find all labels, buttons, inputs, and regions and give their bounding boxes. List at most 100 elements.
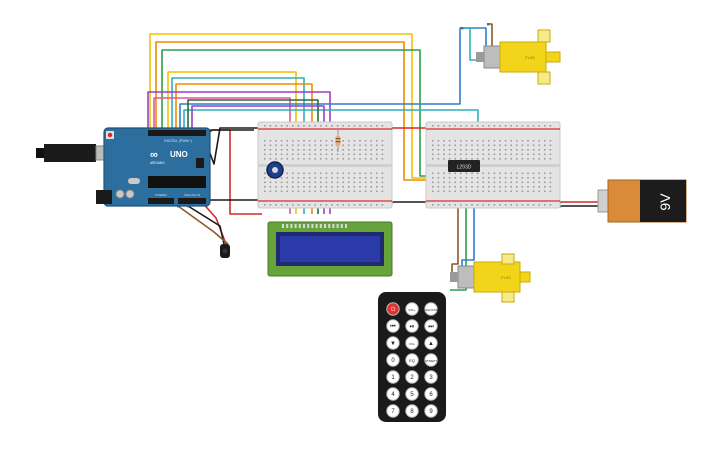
reset-button-cap <box>107 132 113 138</box>
breadboard-right <box>425 121 561 209</box>
eq-button[interactable]: EQ <box>405 353 419 367</box>
digit-8-button[interactable]: 8 <box>405 404 419 418</box>
wire-red-12 <box>206 129 262 215</box>
wire-brown-22 <box>451 176 459 272</box>
usb-plug <box>36 148 46 158</box>
play-pause-button-cap <box>405 319 419 333</box>
motor-driver-chip: L293D <box>448 160 480 172</box>
digit-5-button-cap <box>405 387 419 401</box>
wire-end-19 <box>461 27 464 30</box>
battery-label: 9V <box>657 193 673 211</box>
motor-bottom-can <box>457 265 475 289</box>
up-button-label: ▲ <box>428 341 434 347</box>
motor-driver-label: L293D <box>457 165 472 171</box>
digit-2-button[interactable]: 2 <box>405 370 419 384</box>
motor-bottom-shaft-down <box>501 291 515 303</box>
func-stop-button[interactable]: FUNC/STOP <box>423 302 439 316</box>
capacitor-1 <box>115 189 125 199</box>
up-button-cap <box>424 336 438 350</box>
motor-top-shaft-down <box>537 71 551 85</box>
motor-top-shaft-up <box>537 29 551 43</box>
remote-button-grid: ⏻ VOL+ FUNC/STOP ⏮ ⏯ ⏭ ▼ VOL- ▲ 0 EQ ST/REPT 1 2 3 4 5 6 7… <box>386 302 439 418</box>
func-stop-button-cap <box>424 302 438 316</box>
eq-button-label: EQ <box>409 358 415 363</box>
digit-9-button[interactable]: 9 <box>424 404 438 418</box>
crystal <box>128 178 140 184</box>
digit-0-button-cap <box>386 353 400 367</box>
digit-3-button-cap <box>424 370 438 384</box>
down-button-cap <box>386 336 400 350</box>
wire-brown-26 <box>177 205 229 245</box>
digit-5-button-label: 5 <box>410 392 414 398</box>
digit-6-button-label: 6 <box>429 392 433 398</box>
st-rept-button[interactable]: ST/REPT <box>424 353 438 367</box>
digit-3-button-label: 3 <box>429 375 433 381</box>
motor-top: PLUS <box>476 29 561 85</box>
up-button[interactable]: ▲ <box>424 336 438 350</box>
wire-black-25 <box>187 205 225 245</box>
st-rept-button-label: ST/REPT <box>425 359 437 363</box>
prev-button-cap <box>386 319 400 333</box>
play-pause-button-label: ⏯ <box>410 324 415 330</box>
wire-green-21 <box>450 176 467 291</box>
wire-blue-8 <box>179 27 487 130</box>
ir-remote: ⏻ VOL+ FUNC/STOP ⏮ ⏯ ⏭ ▼ VOL- ▲ 0 EQ ST/REPT 1 2 3 4 5 6 7… <box>378 292 446 422</box>
motor-bottom: PLUS <box>450 253 531 303</box>
prev-button[interactable]: ⏮ <box>386 319 400 333</box>
digit-9-button-cap <box>424 404 438 418</box>
arduino-logo-text: ARDUINO <box>150 161 165 165</box>
wire-black-14 <box>206 199 263 206</box>
motor-bottom-label: PLUS <box>501 276 511 280</box>
lcd-display <box>267 221 393 277</box>
digit-0-button-label: 0 <box>391 358 395 364</box>
digit-0-button[interactable]: 0 <box>386 353 400 367</box>
digit-4-button[interactable]: 4 <box>386 387 400 401</box>
digit-9-button-label: 9 <box>429 409 433 415</box>
down-button[interactable]: ▼ <box>386 336 400 350</box>
wire-end-20 <box>487 23 490 26</box>
capacitor-2 <box>125 189 135 199</box>
play-pause-button[interactable]: ⏯ <box>405 319 419 333</box>
analog-header <box>178 198 206 204</box>
ir-receiver <box>220 244 230 258</box>
digit-6-button[interactable]: 6 <box>424 387 438 401</box>
func-stop-button-label: FUNC/STOP <box>423 308 439 312</box>
power-button-label: ⏻ <box>391 306 396 313</box>
motor-bottom-terminal <box>450 272 458 282</box>
digit-2-button-cap <box>405 370 419 384</box>
digit-5-button[interactable]: 5 <box>405 387 419 401</box>
prev-button-label: ⏮ <box>390 324 396 330</box>
wire-blue-23 <box>461 176 475 266</box>
breadboard-right-holes <box>432 125 552 206</box>
battery-9v: 9V <box>597 179 687 223</box>
digit-7-button[interactable]: 7 <box>386 404 400 418</box>
digit-4-button-cap <box>386 387 400 401</box>
battery-connector <box>597 189 609 213</box>
digit-1-button-label: 1 <box>391 375 395 381</box>
motor-bottom-shaft-up <box>501 253 515 265</box>
vol-down-button[interactable]: VOL- <box>405 336 419 350</box>
motor-top-label: PLUS <box>525 56 535 60</box>
arduino-uno-board: DIGITAL (PWM~) ∞ UNO ARDUINO POWER ANALO… <box>36 127 211 207</box>
digit-3-button[interactable]: 3 <box>424 370 438 384</box>
motor-top-can <box>483 45 501 69</box>
potentiometer <box>266 161 284 179</box>
digital-header-label: DIGITAL (PWM~) <box>164 139 192 143</box>
next-button-label: ⏭ <box>428 324 434 330</box>
vol-up-button-cap <box>405 302 419 316</box>
digit-7-button-cap <box>386 404 400 418</box>
dc-jack <box>96 190 112 204</box>
power-button-cap <box>386 302 400 316</box>
breadboard-left <box>257 121 393 209</box>
power-button[interactable]: ⏻ <box>386 302 400 316</box>
wire-black-27 <box>207 127 258 165</box>
eq-button-cap <box>405 353 419 367</box>
digit-2-button-label: 2 <box>410 375 414 381</box>
vol-up-button-label: VOL+ <box>408 308 416 312</box>
next-button[interactable]: ⏭ <box>424 319 438 333</box>
vol-up-button[interactable]: VOL+ <box>405 302 419 316</box>
digit-1-button[interactable]: 1 <box>386 370 400 384</box>
arduino-infinity-icon: ∞ <box>150 149 158 161</box>
atmega-chip <box>148 176 206 188</box>
breadboard-left-holes <box>264 125 384 206</box>
